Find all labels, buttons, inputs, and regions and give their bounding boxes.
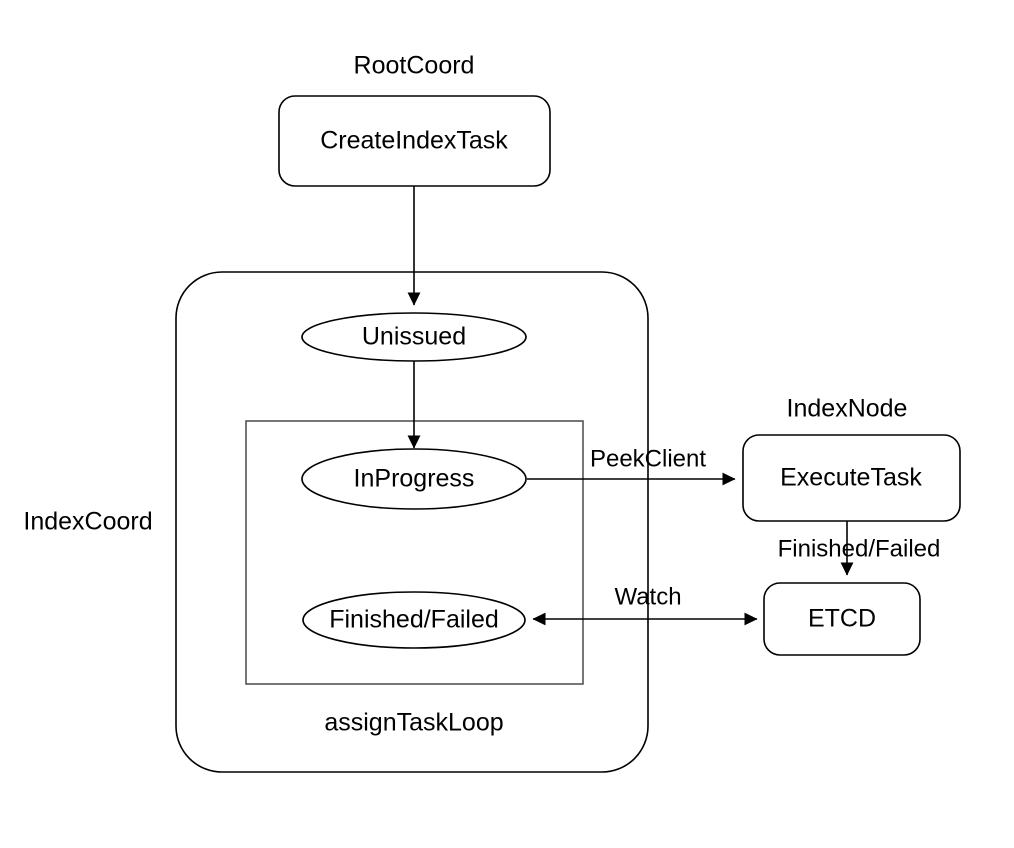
node-label-unissued: Unissued — [362, 323, 466, 351]
edge-label-peekclient: PeekClient — [590, 445, 706, 472]
edge-label-finished-failed: Finished/Failed — [778, 535, 941, 562]
node-etcd[interactable]: ETCD — [763, 582, 921, 656]
node-label-execute-task: ExecuteTask — [780, 464, 922, 492]
group-label-assigntaskloop: assignTaskLoop — [324, 709, 503, 737]
node-label-create-index-task: CreateIndexTask — [320, 127, 508, 155]
node-shape-finished-failed-state — [302, 591, 526, 649]
node-shape-unissued — [301, 312, 527, 362]
group-container-indexcoord — [175, 271, 649, 773]
group-label-indexnode: IndexNode — [787, 395, 908, 423]
node-shape-etcd — [763, 582, 921, 656]
node-execute-task[interactable]: ExecuteTask — [742, 434, 961, 522]
group-label-indexcoord: IndexCoord — [23, 508, 152, 536]
node-shape-execute-task — [742, 434, 961, 522]
node-create-index-task[interactable]: CreateIndexTask — [278, 95, 551, 187]
node-label-finished-failed-state: Finished/Failed — [329, 606, 499, 634]
node-finished-failed-state[interactable]: Finished/Failed — [302, 591, 526, 649]
node-inprogress[interactable]: InProgress — [301, 448, 527, 510]
node-label-inprogress: InProgress — [354, 465, 475, 493]
node-unissued[interactable]: Unissued — [301, 312, 527, 362]
node-shape-create-index-task — [278, 95, 551, 187]
edge-label-watch: Watch — [614, 583, 681, 610]
group-label-rootcoord: RootCoord — [354, 52, 475, 80]
node-shape-inprogress — [301, 448, 527, 510]
node-label-etcd: ETCD — [808, 605, 876, 633]
